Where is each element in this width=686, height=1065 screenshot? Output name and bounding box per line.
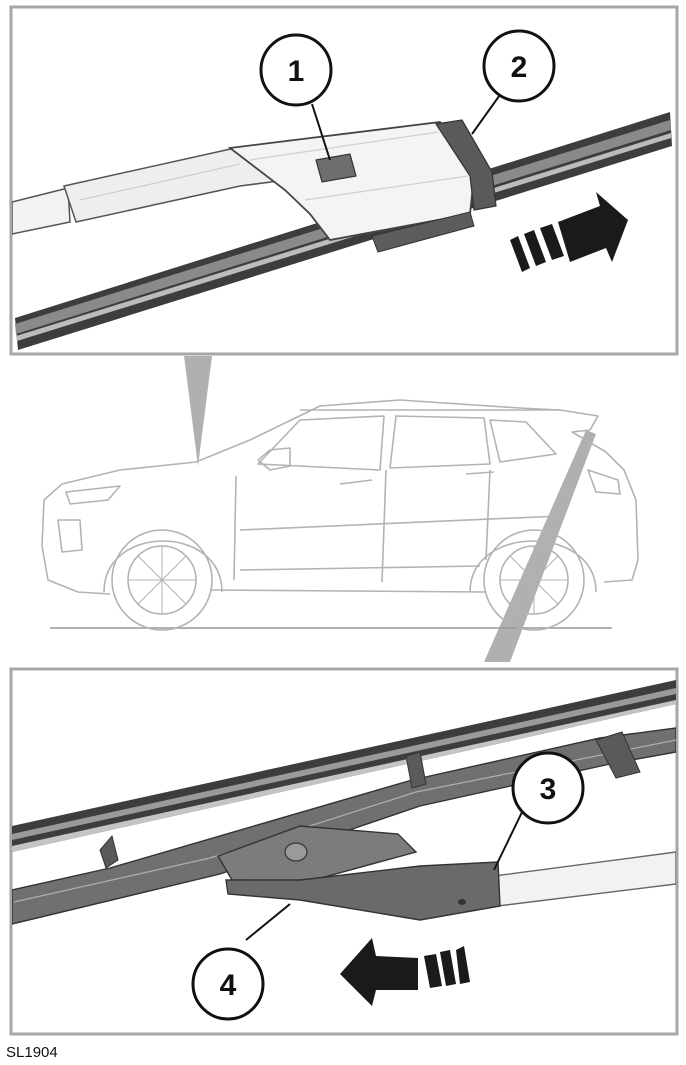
svg-text:1: 1 <box>288 55 305 88</box>
callout-3-leader <box>493 807 525 871</box>
rear-wiper-blade <box>12 680 676 852</box>
callout-3: 3 <box>511 751 585 825</box>
release-button-icon <box>315 153 357 183</box>
figure-code: SL1904 <box>6 1044 58 1061</box>
slide-left-arrow-icon <box>340 938 470 1006</box>
rear-blade-frame <box>12 727 676 925</box>
svg-text:4: 4 <box>220 969 237 1002</box>
callout-4: 4 <box>191 947 265 1021</box>
front-wiper-panel: 1 2 <box>9 5 679 356</box>
rear-blade-adapter <box>216 825 501 921</box>
slide-right-arrow-icon <box>510 192 628 272</box>
svg-text:3: 3 <box>540 773 557 806</box>
callout-4-leader <box>245 903 291 941</box>
callout-1-leader <box>311 103 331 161</box>
callout-2-leader <box>471 91 503 135</box>
callout-1: 1 <box>259 33 333 107</box>
retaining-band <box>434 119 497 211</box>
svg-text:2: 2 <box>511 51 528 84</box>
vehicle-side-view <box>41 356 639 662</box>
front-wiper-pointer <box>184 356 212 466</box>
rear-wiper-panel: 3 4 <box>9 667 679 1036</box>
callout-2: 2 <box>482 29 556 103</box>
front-blade-adapter <box>227 119 497 253</box>
